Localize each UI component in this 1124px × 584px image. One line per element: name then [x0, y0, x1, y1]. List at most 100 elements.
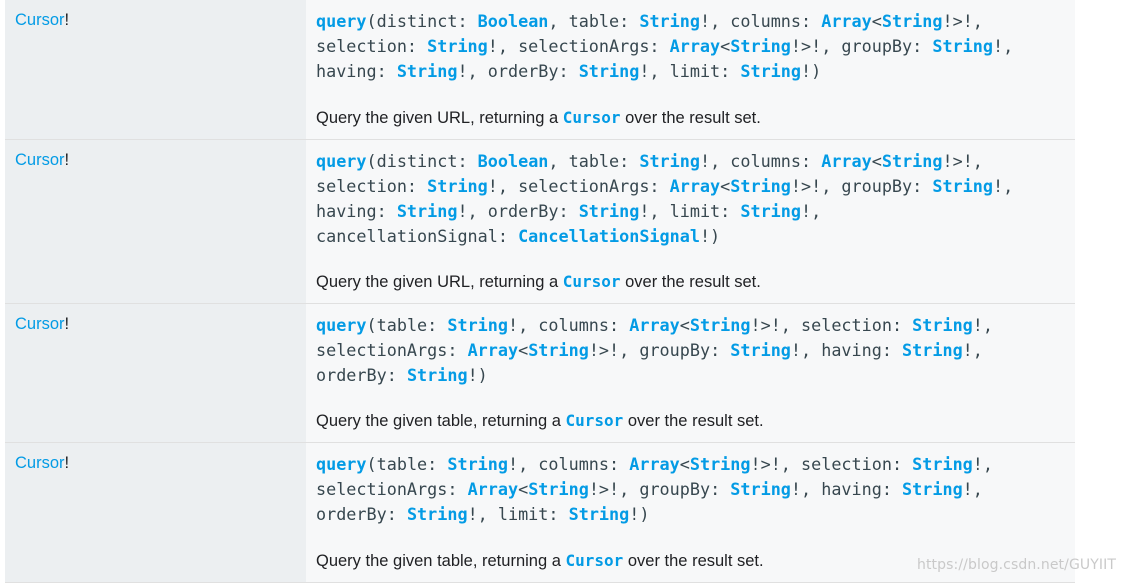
signature-text: !) [801, 61, 822, 81]
type-link[interactable]: String [689, 315, 751, 335]
type-link[interactable]: query [316, 151, 367, 171]
signature-text: selectionArgs: [316, 340, 468, 360]
type-link[interactable]: String [447, 315, 508, 335]
signature-text: !, having: [790, 340, 903, 360]
type-link[interactable]: String [730, 36, 791, 56]
type-link[interactable]: String [528, 340, 589, 360]
signature-line: cancellationSignal: CancellationSignal!) [316, 224, 1075, 249]
cursor-link[interactable]: Cursor [565, 551, 624, 570]
method-signature: query(table: String!, columns: Array<Str… [316, 452, 1075, 527]
type-link[interactable]: String [578, 201, 640, 221]
type-link[interactable]: String [568, 504, 630, 524]
type-link[interactable]: String [578, 61, 640, 81]
signature-text: !) [467, 365, 488, 385]
type-link[interactable]: String [447, 454, 508, 474]
method-description: Query the given table, returning a Curso… [316, 551, 764, 571]
method-cell: query(table: String!, columns: Array<Str… [306, 443, 1075, 583]
signature-text: !, [992, 176, 1014, 196]
signature-text: !, having: [790, 479, 903, 499]
signature-text: selectionArgs: [316, 479, 468, 499]
type-link[interactable]: String [406, 504, 468, 524]
return-type-link[interactable]: Cursor [15, 151, 65, 169]
cursor-link[interactable]: Cursor [562, 272, 621, 291]
return-type-cell: Cursor! [5, 304, 306, 443]
type-link[interactable]: Array [467, 340, 519, 360]
signature-text: !, limit: [639, 201, 741, 221]
type-link[interactable]: String [912, 454, 973, 474]
type-link[interactable]: String [427, 176, 488, 196]
signature-text: !, [992, 36, 1014, 56]
type-link[interactable]: query [316, 11, 367, 31]
type-link[interactable]: String [932, 36, 993, 56]
type-link[interactable]: String [881, 11, 943, 31]
method-description: Query the given URL, returning a Cursor … [316, 108, 761, 128]
signature-text: !) [699, 226, 721, 246]
type-link[interactable]: Array [821, 11, 872, 31]
return-type-link[interactable]: Cursor [15, 315, 65, 333]
type-link[interactable]: String [427, 36, 488, 56]
type-link[interactable]: String [639, 151, 700, 171]
type-link[interactable]: String [730, 340, 791, 360]
type-link[interactable]: String [902, 479, 963, 499]
cursor-link[interactable]: Cursor [565, 411, 624, 430]
type-link[interactable]: Array [629, 454, 680, 474]
method-cell: query(distinct: Boolean, table: String!,… [306, 0, 1075, 140]
type-link[interactable]: String [406, 365, 468, 385]
signature-text: !>!, selection: [750, 454, 913, 474]
description-text: Query the given URL, returning a [316, 273, 563, 291]
table-row: Cursor! query(distinct: Boolean, table: … [5, 0, 1075, 140]
signature-text: !>!, groupBy: [790, 176, 933, 196]
type-link[interactable]: String [396, 61, 458, 81]
signature-text: having: [316, 61, 397, 81]
description-text: Query the given URL, returning a [316, 109, 563, 127]
type-link[interactable]: Array [467, 479, 519, 499]
signature-text: cancellationSignal: [316, 226, 519, 246]
type-link[interactable]: Array [629, 315, 680, 335]
type-link[interactable]: query [316, 315, 367, 335]
signature-text: , table: [548, 151, 640, 171]
return-type-link[interactable]: Cursor [15, 454, 65, 472]
type-link[interactable]: Array [669, 36, 721, 56]
type-link[interactable]: String [881, 151, 943, 171]
type-link[interactable]: String [730, 479, 791, 499]
type-link[interactable]: Array [821, 151, 872, 171]
type-link[interactable]: query [316, 454, 367, 474]
signature-text: !, columns: [507, 454, 630, 474]
description-text: Query the given table, returning a [316, 552, 566, 570]
table-row: Cursor! query(distinct: Boolean, table: … [5, 140, 1075, 304]
signature-text: !, columns: [699, 11, 822, 31]
signature-text: (table: [366, 454, 448, 474]
signature-text: !>!, groupBy: [588, 479, 731, 499]
type-link[interactable]: Boolean [477, 151, 549, 171]
signature-text: < [518, 340, 529, 360]
type-link[interactable]: String [689, 454, 751, 474]
signature-text: (distinct: [366, 151, 478, 171]
type-link[interactable]: String [528, 479, 589, 499]
cursor-link[interactable]: Cursor [562, 108, 621, 127]
signature-text: !, [962, 479, 983, 499]
signature-text: !, selectionArgs: [487, 36, 670, 56]
type-link[interactable]: String [740, 61, 801, 81]
type-link[interactable]: CancellationSignal [518, 226, 700, 246]
type-link[interactable]: String [639, 11, 700, 31]
signature-text: !, orderBy: [457, 201, 579, 221]
signature-text: < [871, 11, 882, 31]
type-link[interactable]: String [902, 340, 963, 360]
signature-line: orderBy: String!, limit: String!) [316, 502, 1075, 527]
description-text: over the result set. [620, 273, 761, 291]
signature-text: < [720, 176, 731, 196]
method-signature: query(distinct: Boolean, table: String!,… [316, 9, 1075, 84]
type-link[interactable]: String [396, 201, 458, 221]
type-link[interactable]: String [912, 315, 973, 335]
signature-text: !>!, [942, 11, 983, 31]
method-signature: query(table: String!, columns: Array<Str… [316, 313, 1075, 388]
type-link[interactable]: String [740, 201, 801, 221]
type-link[interactable]: String [932, 176, 993, 196]
description-text: over the result set. [623, 412, 764, 430]
type-link[interactable]: Boolean [477, 11, 549, 31]
signature-text: < [518, 479, 529, 499]
signature-text: !, columns: [699, 151, 822, 171]
type-link[interactable]: String [730, 176, 791, 196]
type-link[interactable]: Array [669, 176, 721, 196]
return-type-link[interactable]: Cursor [15, 11, 65, 29]
